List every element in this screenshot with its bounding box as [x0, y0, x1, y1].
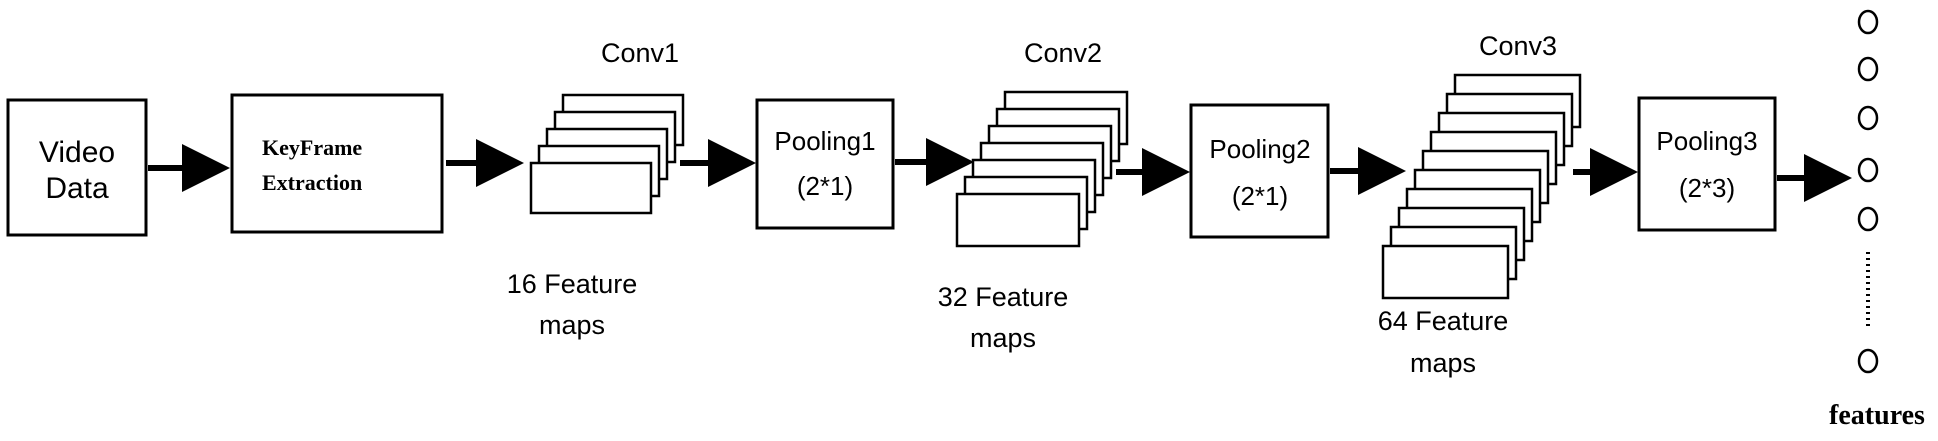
keyframe-extraction-box: KeyFrame Extraction — [230, 93, 444, 234]
pooling3-label-line1: Pooling3 — [1656, 126, 1757, 156]
pooling3-label-line2: (2*3) — [1679, 173, 1735, 203]
feature-neuron-circle — [1857, 105, 1879, 131]
video-data-box: Video Data — [6, 98, 148, 237]
conv2-caption-line1: 32 Feature — [938, 282, 1069, 312]
conv1-caption-line2: maps — [539, 310, 605, 340]
conv3-caption-line1: 64 Feature — [1378, 306, 1509, 336]
features-label: features — [1829, 400, 1925, 431]
conv3-feature-map-stack: Conv3 64 Feature maps — [1378, 31, 1582, 378]
conv3-title: Conv3 — [1479, 31, 1557, 61]
conv3-map — [1381, 244, 1510, 300]
pooling3-box: Pooling3 (2*3) — [1637, 96, 1777, 232]
pooling2-box: Pooling2 (2*1) — [1189, 103, 1330, 239]
conv1-feature-map-stack: Conv1 16 Feature maps — [507, 38, 685, 340]
keyframe-label-line2: Extraction — [262, 170, 362, 195]
pooling1-label-line2: (2*1) — [797, 171, 853, 201]
feature-neuron-circle — [1857, 206, 1879, 232]
conv1-caption-line1: 16 Feature — [507, 269, 638, 299]
feature-neuron-circle — [1857, 56, 1879, 82]
pooling2-label-line1: Pooling2 — [1209, 134, 1310, 164]
conv2-feature-map-stack: Conv2 32 Feature maps — [938, 38, 1129, 353]
conv1-title: Conv1 — [601, 38, 679, 68]
conv3-caption-line2: maps — [1410, 348, 1476, 378]
conv2-title: Conv2 — [1024, 38, 1102, 68]
conv2-caption-line2: maps — [970, 323, 1036, 353]
video-data-label-line1: Video — [39, 136, 115, 169]
feature-neuron-circle — [1857, 157, 1879, 183]
conv2-map — [955, 192, 1081, 248]
video-data-label-line2: Data — [45, 172, 109, 205]
feature-neuron-circle — [1857, 9, 1879, 35]
pooling1-box: Pooling1 (2*1) — [755, 98, 895, 230]
keyframe-label-line1: KeyFrame — [262, 135, 362, 160]
pooling2-label-line2: (2*1) — [1232, 181, 1288, 211]
feature-neuron-circle — [1857, 348, 1879, 374]
pooling1-label-line1: Pooling1 — [774, 126, 875, 156]
feature-neuron-column: features — [1829, 9, 1925, 431]
conv1-map — [529, 161, 653, 215]
